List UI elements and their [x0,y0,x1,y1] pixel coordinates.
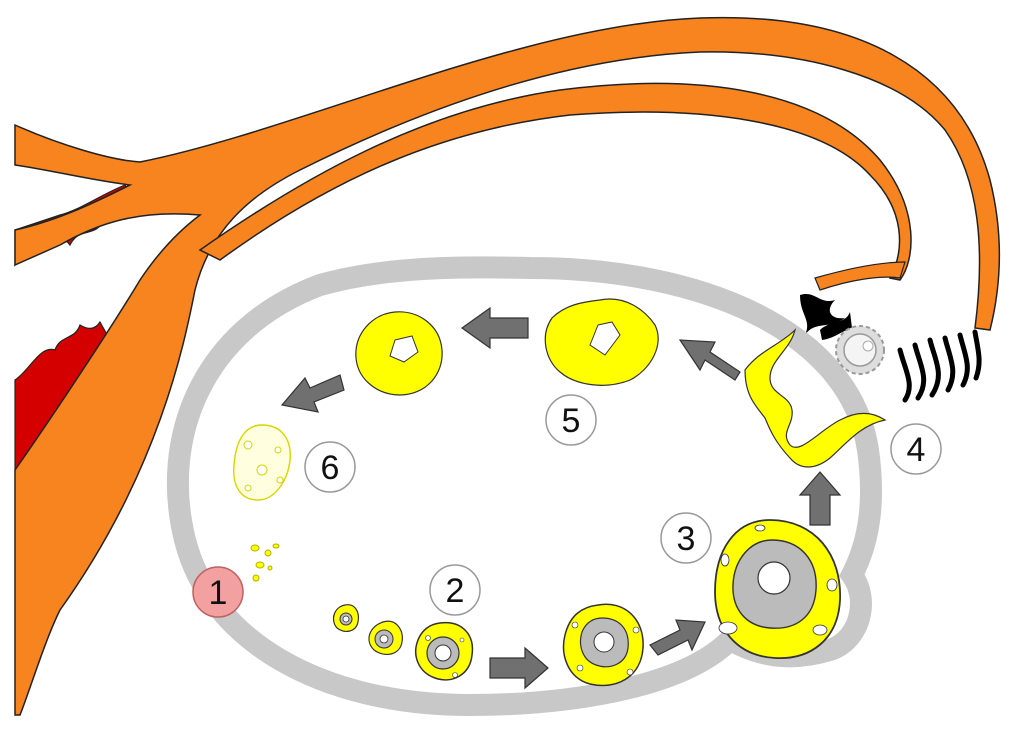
cycle-arrows [280,306,842,690]
cycle-arrow-icon [798,471,842,526]
oocyte-icon [835,325,885,375]
corpus-luteum-early [544,298,659,386]
primordial-follicles [250,543,280,582]
ovary-outline [166,256,882,717]
stage-badge-2: 2 [429,564,481,616]
stage-number: 6 [321,449,340,487]
fimbriae-left [800,293,852,340]
stage-number: 2 [446,572,465,610]
stage-badge-circle [304,441,356,493]
stage-badge-circle [192,566,244,618]
cycle-arrow-icon [649,619,706,656]
ovary [166,256,882,717]
follicle-preantral [414,621,474,681]
follicle-antral [562,603,644,687]
ruptured-follicle [744,328,887,468]
stage-badge-circle [660,512,712,564]
stage-badge-circle [545,394,597,446]
cycle-arrow-icon [489,646,549,690]
oviduct-infundibulum [814,261,906,291]
stage-badge-3: 3 [660,512,712,564]
oviduct-inner-tube [198,82,912,281]
cycle-arrow-icon [678,339,741,381]
stage-labels: 1 2 3 4 5 6 [192,394,942,618]
stage-number: 3 [677,520,696,558]
stage-badge-circle [429,564,481,616]
stage-number: 4 [907,431,926,469]
uterus-and-oviduct [14,16,1001,716]
follicle-small-1 [332,604,360,632]
follicle-small-2 [368,620,403,656]
corpus-albicans [233,424,291,501]
stage-badge-6: 6 [304,441,356,493]
stage-badge-5: 5 [545,394,597,446]
stage-badge-4: 4 [890,423,942,475]
stage-badge-1: 1 [192,566,244,618]
stage-number: 5 [562,402,581,440]
oviduct [14,16,1001,716]
stage-badge-circle [890,423,942,475]
corpus-luteum-mature [355,311,443,396]
stage-number: 1 [209,574,228,612]
follicle-graafian [714,519,841,659]
cycle-arrow-icon [460,306,529,350]
fimbriae-right [897,329,982,403]
cycle-arrow-icon [280,374,345,413]
